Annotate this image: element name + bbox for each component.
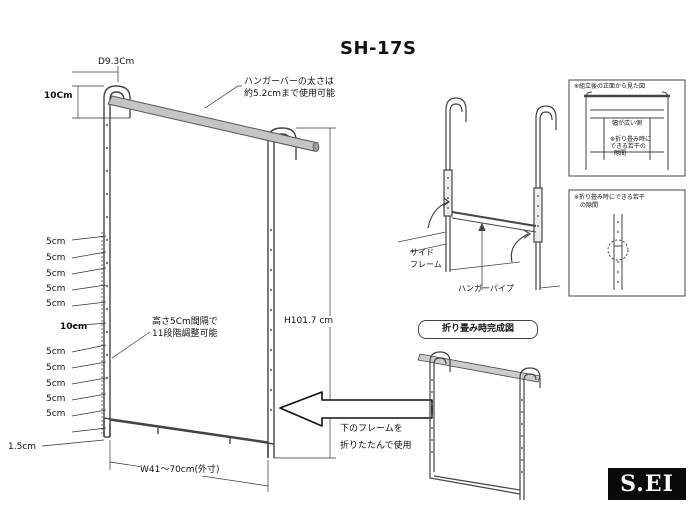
brand-logo: S.EI xyxy=(608,468,686,500)
bottom-offset-label: 1.5cm xyxy=(8,442,37,452)
side-frame-label-line1: サイド xyxy=(410,248,434,257)
step-label-upper-4: 5cm xyxy=(46,284,66,294)
step-label-lower-1: 5cm xyxy=(46,347,66,357)
step-label-upper-3: 5cm xyxy=(46,269,66,279)
side-frame-label-line2: フレーム xyxy=(410,260,442,269)
step-label-lower-3: 5cm xyxy=(46,379,66,389)
step-label-mid: 10cm xyxy=(60,322,88,332)
inset-wide-label: 幅が広い側 xyxy=(612,120,643,127)
width-label: W41～70cm(外寸) xyxy=(140,465,220,476)
step-label-upper-1: 5cm xyxy=(46,237,66,247)
hook-height-label: 10Cm xyxy=(44,91,73,101)
depth-label: D9.3Cm xyxy=(98,57,135,67)
height-label: H101.7 cm xyxy=(284,316,334,327)
main-rack xyxy=(103,85,297,458)
bar-note-line2: 約5.2cmまで使用可能 xyxy=(244,89,336,99)
step-label-lower-4: 5cm xyxy=(46,394,66,404)
hanger-bar xyxy=(107,95,320,152)
folded-view xyxy=(417,351,541,500)
step-label-upper-2: 5cm xyxy=(46,253,66,263)
folded-title: 折り畳み時完成図 xyxy=(418,320,538,339)
folded-holes xyxy=(431,379,523,473)
step-label-lower-2: 5cm xyxy=(46,363,66,373)
inset-gap-note-line3: 隙間 xyxy=(614,150,627,157)
step-label-upper-5: 5cm xyxy=(46,299,66,309)
step-label-lower-5: 5cm xyxy=(46,409,66,419)
adjust-holes xyxy=(105,123,273,412)
inset-gap-title-line1: ※折り畳み時にできる若干 xyxy=(574,194,645,201)
adjust-note-line1: 高さ5Cm間隔で xyxy=(152,317,218,327)
hanger-pipe-label: ハンガーパイプ xyxy=(458,284,514,293)
fold-note-line2: 折りたたんで使用 xyxy=(340,441,412,451)
inset-gap-note-line1: ※折り畳み時に xyxy=(610,136,652,143)
model-title: SH-17S xyxy=(340,38,417,59)
inset-front xyxy=(568,79,686,177)
inset-gap-title-line2: の隙間 xyxy=(580,202,599,209)
fold-note-line1: 下のフレームを xyxy=(340,424,403,434)
side-holes xyxy=(447,177,539,227)
bar-note-line1: ハンガーバーの太さは xyxy=(244,77,334,87)
inset-front-title: ※組立後の正面から見た図 xyxy=(574,83,646,90)
fold-arrow xyxy=(279,391,433,427)
inset-gap xyxy=(568,189,686,297)
inset-gap-note-line2: できる若干の xyxy=(610,143,646,150)
adjust-note-line2: 11段階調整可能 xyxy=(152,329,218,339)
